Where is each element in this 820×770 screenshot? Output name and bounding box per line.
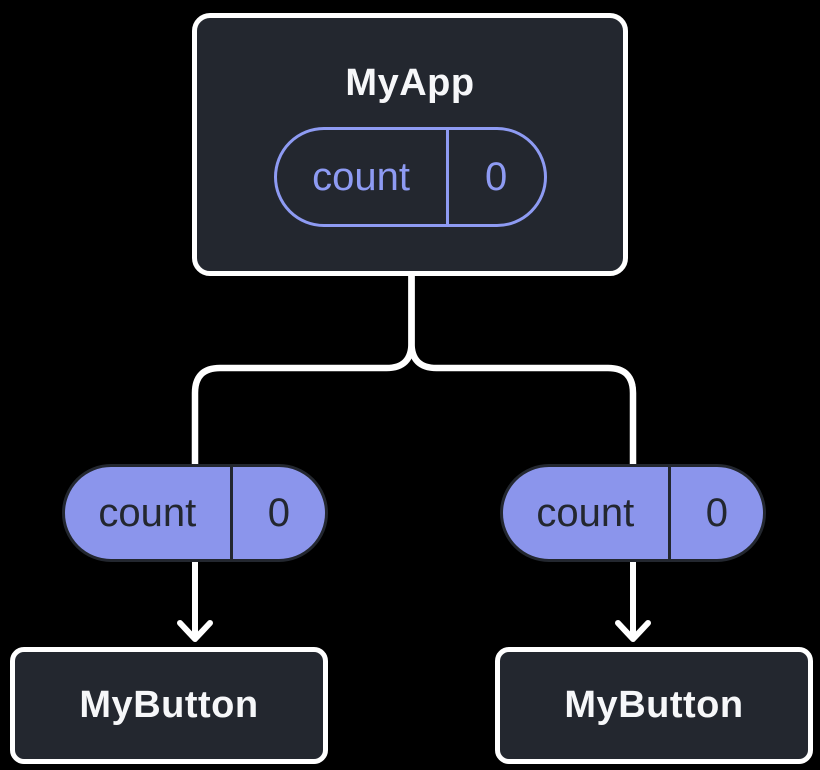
prop-value-left: 0 [267, 490, 290, 535]
prop-pill-left: count 0 [62, 464, 328, 562]
prop-name-right: count [503, 467, 671, 559]
node-mybutton-right: MyButton [495, 647, 813, 764]
state-value: 0 [484, 154, 508, 199]
arrow-left-head-icon [177, 620, 213, 642]
state-name: count [277, 130, 449, 224]
node-myapp-title: MyApp [345, 62, 475, 104]
branch-line-right [408, 276, 637, 468]
arrow-right-head-icon [615, 620, 651, 642]
branch-line-left [191, 276, 415, 468]
prop-value-right: 0 [705, 490, 728, 535]
prop-name-left: count [65, 467, 233, 559]
state-pill: count 0 [273, 127, 547, 227]
node-mybutton-left-title: MyButton [79, 684, 259, 726]
prop-pill-right: count 0 [500, 464, 766, 562]
node-myapp: MyApp count 0 [192, 13, 628, 276]
node-mybutton-right-title: MyButton [564, 684, 744, 726]
node-mybutton-left: MyButton [10, 647, 328, 764]
